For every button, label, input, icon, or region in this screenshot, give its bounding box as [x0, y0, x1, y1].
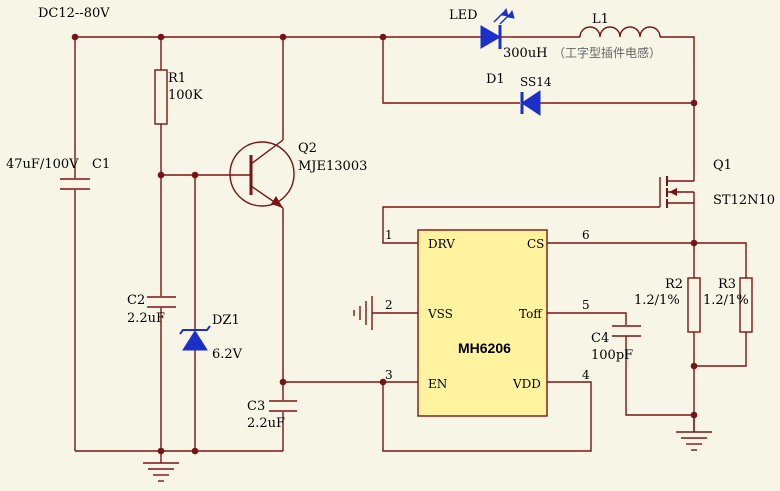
c3-ref: C3 [247, 399, 265, 414]
junction-dots [71, 33, 698, 455]
resistor-r2: R2 1.2/1% [634, 277, 701, 333]
r2-value: 1.2/1% [634, 293, 680, 308]
transistor-q2: Q2 MJE13003 [229, 139, 367, 209]
r1-ref: R1 [168, 71, 186, 86]
resistor-r1: R1 100K [154, 69, 203, 125]
c4-ref: C4 [591, 331, 609, 346]
c4-value: 100pF [591, 348, 633, 363]
pin-1-number: 1 [385, 228, 393, 242]
ground-symbol-left [143, 451, 179, 482]
q1-value: ST12N10 [713, 193, 775, 208]
q2-value: MJE13003 [298, 159, 367, 174]
l1-value: 300uH [503, 46, 548, 61]
capacitor-c3: C3 2.2uF [247, 399, 297, 431]
r3-value: 1.2/1% [703, 293, 749, 308]
c1-value: 47uF/100V [6, 157, 79, 172]
pin-vss-name: VSS [427, 307, 453, 321]
l1-ref: L1 [592, 12, 609, 27]
l1-note: （工字型插件电感） [553, 45, 661, 60]
ground-symbol-right [676, 415, 712, 451]
ic-name: MH6206 [458, 340, 511, 356]
dz1-value: 6.2V [212, 347, 243, 362]
supply-label: DC12--80V [38, 6, 110, 21]
pin-vdd-name: VDD [512, 377, 541, 391]
pin-5-number: 5 [582, 298, 590, 312]
capacitor-c2: C2 2.2uF [127, 293, 176, 326]
mosfet-q1: Q1 ST12N10 [659, 158, 775, 208]
pin-cs-name: CS [527, 237, 544, 251]
inductor-l1: L1 300uH （工字型插件电感） [503, 12, 661, 61]
pin-4-number: 4 [582, 368, 590, 382]
dz1-ref: DZ1 [212, 313, 240, 328]
capacitor-c4: C4 100pF [591, 325, 641, 363]
ground-symbol-vss [353, 296, 373, 330]
q2-ref: Q2 [298, 141, 317, 156]
q1-ref: Q1 [713, 158, 732, 173]
pin-toff-name: Toff [519, 307, 543, 321]
c3-value: 2.2uF [247, 416, 285, 431]
c2-value: 2.2uF [127, 311, 165, 326]
led-ref: LED [449, 8, 478, 23]
resistor-r3: R3 1.2/1% [703, 277, 753, 333]
r2-ref: R2 [665, 277, 683, 292]
zener-diode-dz1: DZ1 6.2V [179, 313, 243, 362]
d1-ref: D1 [486, 72, 505, 87]
ic-mh6206: MH6206 DRV VSS EN CS Toff VDD 1 2 3 6 5 … [385, 228, 590, 417]
pin-6-number: 6 [582, 228, 590, 242]
led: LED [449, 7, 515, 49]
pin-drv-name: DRV [428, 237, 455, 251]
pin-2-number: 2 [385, 298, 393, 312]
c1-ref: C1 [92, 157, 110, 172]
pin-3-number: 3 [385, 368, 393, 382]
d1-value: SS14 [520, 75, 552, 89]
capacitor-c1: 47uF/100V C1 [6, 157, 110, 190]
r3-ref: R3 [718, 277, 736, 292]
pin-en-name: EN [428, 377, 447, 391]
r1-value: 100K [168, 88, 203, 103]
diode-d1: D1 SS14 [486, 72, 552, 116]
c2-ref: C2 [127, 293, 145, 308]
